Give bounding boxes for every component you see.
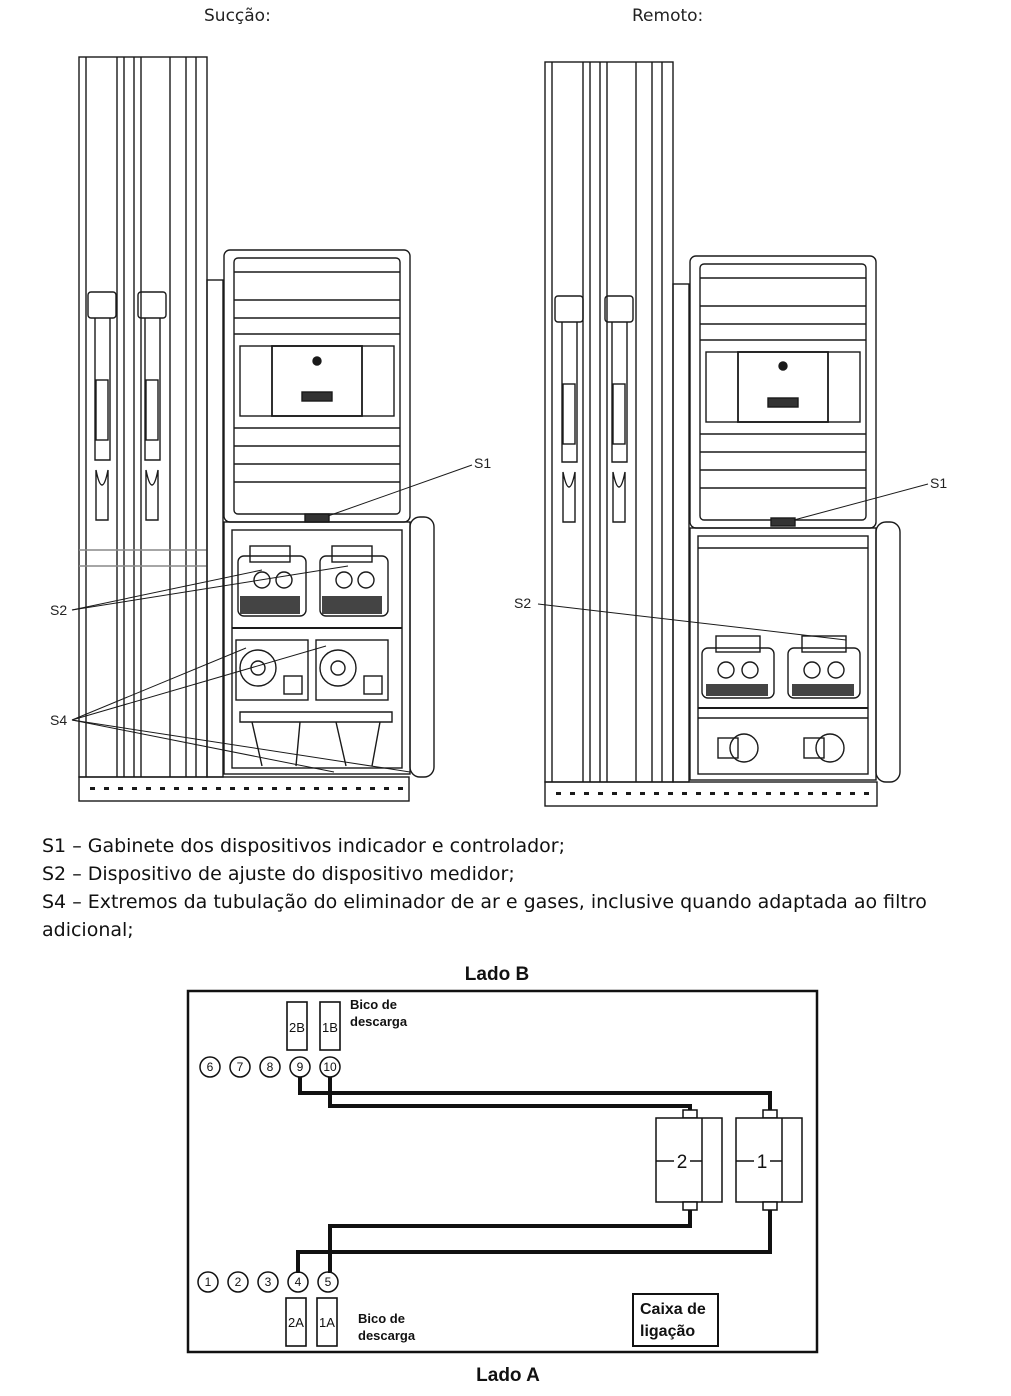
valve-right-2 bbox=[803, 733, 845, 763]
meter-left-1 bbox=[237, 545, 307, 617]
remote-dispenser bbox=[537, 61, 929, 807]
nozzle-top-caption-1: Bico de bbox=[350, 997, 397, 1012]
callout-s2-right: S2 bbox=[514, 595, 531, 611]
terminal-5: 5 bbox=[325, 1275, 332, 1289]
nozzle-1b-label: 1B bbox=[322, 1020, 338, 1035]
nozzle-2a bbox=[285, 1297, 307, 1347]
diagram-frame bbox=[186, 989, 819, 1354]
nozzle-2b bbox=[286, 1001, 308, 1051]
unit-1-label: 1 bbox=[757, 1152, 768, 1173]
callout-s4-left: S4 bbox=[50, 712, 67, 728]
legend-s4: S4 – Extremos da tubulação do eliminador… bbox=[42, 891, 927, 941]
nozzle-1a-label: 1A bbox=[319, 1315, 335, 1330]
valve-right-1 bbox=[717, 733, 759, 763]
suction-caption: Sucção: bbox=[204, 6, 271, 26]
nozzle-holder-left-1 bbox=[87, 291, 117, 521]
junction-box-label-1: Caixa de bbox=[640, 1301, 706, 1318]
pump-left-1 bbox=[235, 639, 309, 701]
nozzle-1a bbox=[316, 1297, 338, 1347]
suction-dispenser bbox=[71, 56, 473, 802]
meter-left-2 bbox=[319, 545, 389, 617]
junction-box bbox=[632, 1293, 719, 1347]
unit-2 bbox=[655, 1109, 723, 1211]
meter-right-2 bbox=[787, 635, 861, 699]
nozzle-bottom-caption-2: descarga bbox=[358, 1328, 416, 1343]
meter-right-1 bbox=[701, 635, 775, 699]
remote-caption: Remoto: bbox=[632, 6, 704, 26]
legend: S1 – Gabinete dos dispositivos indicador… bbox=[42, 832, 942, 944]
nozzle-holder-right-2 bbox=[604, 295, 634, 523]
side-a-label: Lado A bbox=[476, 1365, 540, 1386]
wiring-diagram: Lado B 2B 1B Bico de descarga 6 7 8 9 10… bbox=[186, 964, 819, 1386]
suction-callouts: S1 S2 S4 bbox=[50, 455, 491, 728]
dispenser-drawings: S1 S2 S4 bbox=[50, 56, 947, 807]
terminal-2: 2 bbox=[235, 1275, 242, 1289]
nozzle-bottom-caption-1: Bico de bbox=[358, 1311, 405, 1326]
junction-box-label-2: ligação bbox=[640, 1323, 695, 1340]
nozzle-holder-left-2 bbox=[137, 291, 167, 521]
terminals-bottom bbox=[197, 1271, 339, 1293]
remote-callouts: S1 S2 bbox=[514, 475, 947, 611]
terminal-10: 10 bbox=[323, 1060, 337, 1074]
callout-s1-left: S1 bbox=[474, 455, 491, 471]
nozzle-1b bbox=[319, 1001, 341, 1051]
terminal-9: 9 bbox=[297, 1060, 304, 1074]
pump-left-2 bbox=[315, 639, 389, 701]
terminal-4: 4 bbox=[295, 1275, 302, 1289]
legend-s1: S1 – Gabinete dos dispositivos indicador… bbox=[42, 835, 566, 857]
nozzle-2b-label: 2B bbox=[289, 1020, 305, 1035]
unit-2-label: 2 bbox=[677, 1152, 688, 1173]
legend-s2: S2 – Dispositivo de ajuste do dispositiv… bbox=[42, 863, 515, 885]
terminal-1: 1 bbox=[205, 1275, 212, 1289]
unit-1 bbox=[735, 1109, 803, 1211]
callout-s1-right: S1 bbox=[930, 475, 947, 491]
side-b-label: Lado B bbox=[465, 964, 529, 985]
terminal-6: 6 bbox=[207, 1060, 214, 1074]
callout-s2-left: S2 bbox=[50, 602, 67, 618]
nozzle-top-caption-2: descarga bbox=[350, 1014, 408, 1029]
terminal-8: 8 bbox=[267, 1060, 274, 1074]
terminal-7: 7 bbox=[237, 1060, 244, 1074]
nozzle-2a-label: 2A bbox=[288, 1315, 304, 1330]
terminal-3: 3 bbox=[265, 1275, 272, 1289]
nozzle-holder-right-1 bbox=[554, 295, 584, 523]
